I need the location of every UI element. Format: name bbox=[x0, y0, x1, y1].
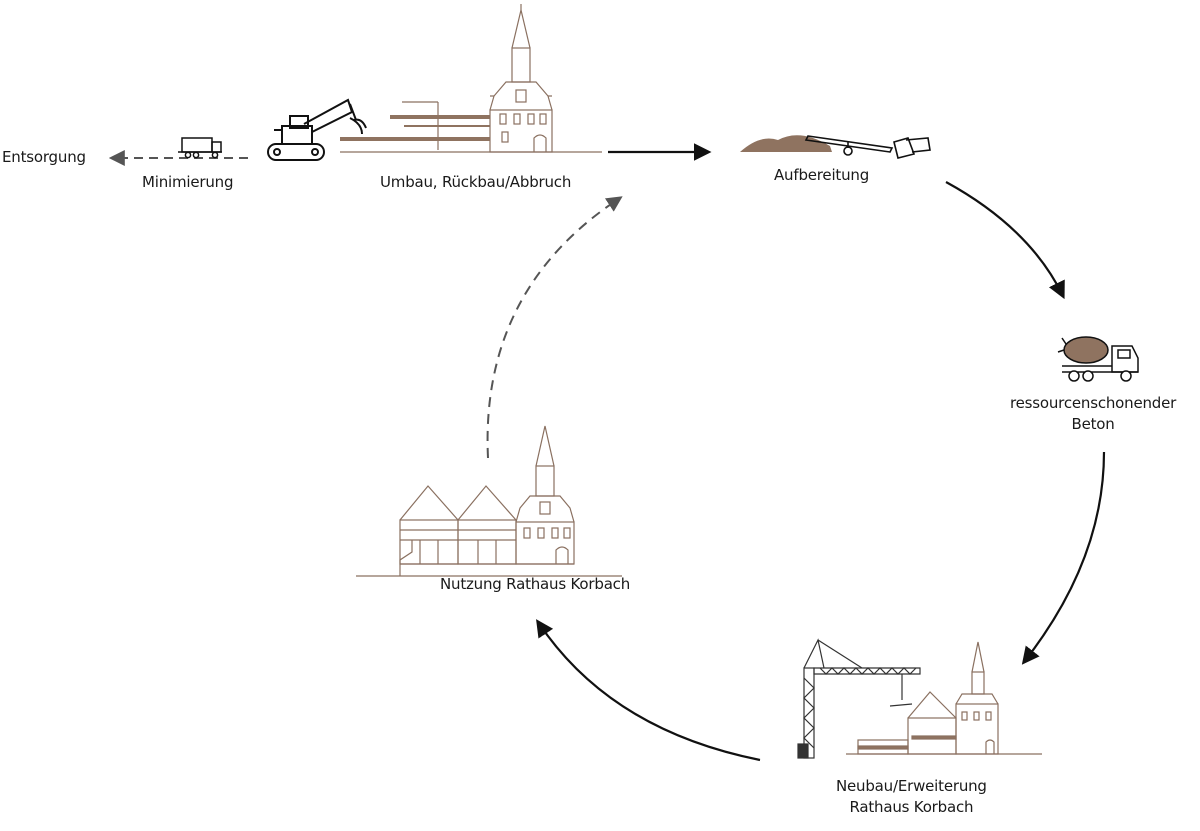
arrow-nutzung-to-umbau-dashed bbox=[486, 196, 623, 459]
label-beton: ressourcenschonender Beton bbox=[1010, 393, 1176, 435]
label-entsorgung: Entsorgung bbox=[2, 148, 86, 166]
excavator-icon bbox=[267, 98, 367, 161]
recycling-plant-icon bbox=[740, 135, 931, 159]
label-aufbereitung: Aufbereitung bbox=[774, 166, 870, 184]
town-hall-icon bbox=[356, 425, 622, 577]
arrow-aufbereitung-to-beton bbox=[945, 181, 1065, 300]
construction-site-icon bbox=[797, 638, 1042, 759]
label-umbau: Umbau, Rückbau/Abbruch bbox=[380, 173, 572, 191]
label-nutzung: Nutzung Rathaus Korbach bbox=[440, 575, 631, 593]
arrow-beton-to-neubau bbox=[1021, 451, 1106, 665]
label-neubau: Neubau/Erweiterung Rathaus Korbach bbox=[836, 776, 987, 818]
label-beton-line1: ressourcenschonender bbox=[1010, 394, 1177, 412]
arrow-neubau-to-nutzung bbox=[536, 619, 761, 762]
label-minimierung: Minimierung bbox=[142, 173, 234, 191]
dump-truck-icon bbox=[178, 137, 222, 159]
label-neubau-line2: Rathaus Korbach bbox=[849, 798, 974, 816]
demolition-building-icon bbox=[340, 4, 602, 153]
label-beton-line2: Beton bbox=[1071, 415, 1115, 433]
label-neubau-line1: Neubau/Erweiterung bbox=[836, 777, 987, 795]
concrete-mixer-truck-icon bbox=[1057, 336, 1139, 382]
